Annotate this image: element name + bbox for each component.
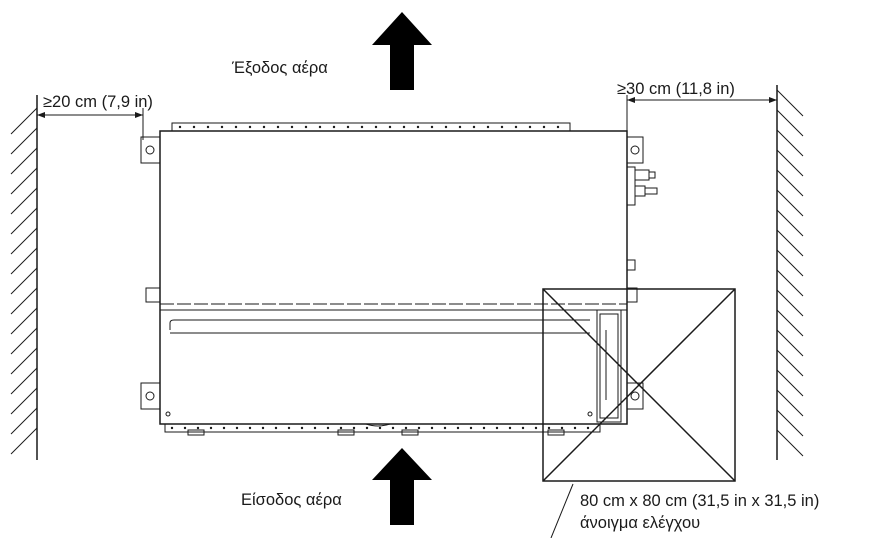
outlet-arrow-icon [372,12,432,90]
mounting-bracket-right-top [626,136,644,164]
inlet-arrow-icon [372,448,432,525]
air-outlet-label: Έξοδος αέρα [231,59,328,77]
right-wall-hatch [776,89,804,457]
top-rail-screws [178,125,560,129]
bottom-rail-screws [170,426,590,430]
air-inlet: Είσοδος αέρα [241,448,432,525]
indoor-unit [140,122,658,436]
left-wall [10,95,38,460]
inspection-name-label: άνοιγμα ελέγχου [580,514,700,532]
inspection-size-label: 80 cm x 80 cm (31,5 in x 31,5 in) [580,492,819,510]
air-outlet: Έξοδος αέρα [231,12,432,90]
mounting-bracket-left-top [140,136,161,164]
right-wall [776,85,804,460]
pipe-connections [626,166,658,271]
right-clearance-dimension: ≥30 cm (11,8 in) [617,80,777,138]
left-clearance-label: ≥20 cm (7,9 in) [43,93,153,111]
left-clearance-dimension: ≥20 cm (7,9 in) [37,93,153,140]
left-wall-hatch [10,107,38,455]
right-clearance-label: ≥30 cm (11,8 in) [617,80,735,98]
air-inlet-label: Είσοδος αέρα [241,491,342,509]
inspection-opening: 80 cm x 80 cm (31,5 in x 31,5 in) άνοιγμ… [542,288,819,538]
mounting-bracket-left-bottom [140,382,161,410]
